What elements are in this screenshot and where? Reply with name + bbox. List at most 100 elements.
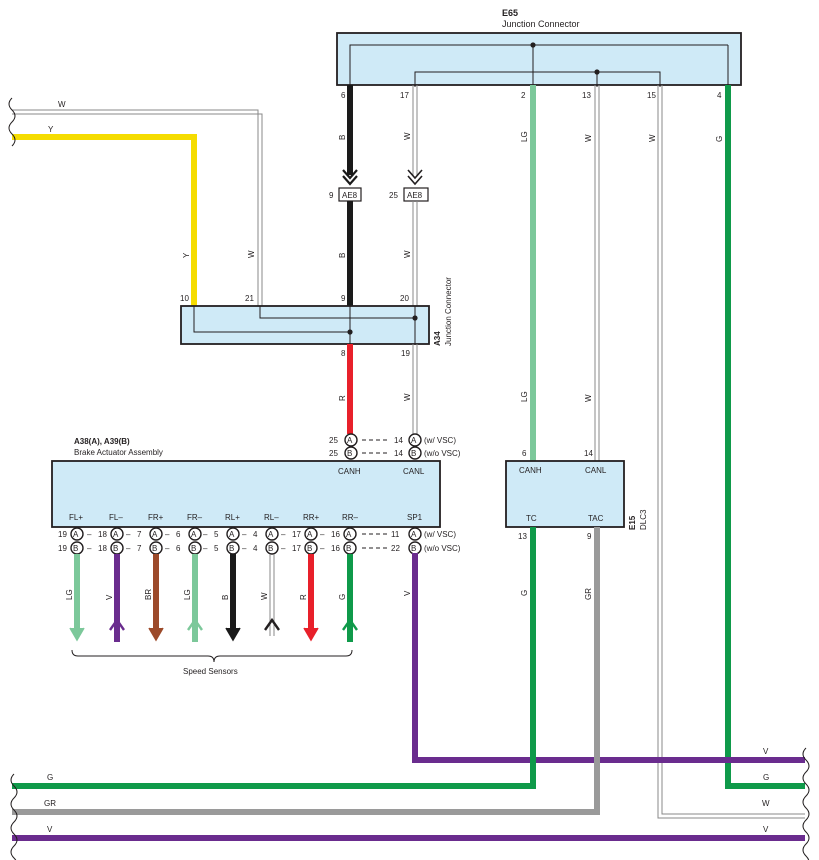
sensor-wire-color: R xyxy=(299,594,308,600)
connector-letter: A xyxy=(346,530,352,539)
pin-number: 6 xyxy=(176,530,181,539)
pin-number: 4 xyxy=(253,544,258,553)
terminal-label: FL+ xyxy=(69,513,83,522)
connector-circle xyxy=(226,527,240,541)
terminal-label: RR– xyxy=(342,513,359,522)
terminal-label: SP1 xyxy=(407,513,423,522)
svg-text:CANL: CANL xyxy=(403,467,425,476)
e65-pin-15: 15 xyxy=(647,91,656,100)
brake-terminal-labels: FL+FL–FR+FR–RL+RL–RR+RR–SP1 xyxy=(69,513,423,522)
svg-text:LG: LG xyxy=(520,391,529,402)
svg-text:14: 14 xyxy=(394,436,403,445)
sensor-wire-color: BR xyxy=(144,589,153,600)
pin-number: 6 xyxy=(176,544,181,553)
sensor-arrow-up xyxy=(264,617,280,631)
sensor-arrow-down xyxy=(69,627,85,642)
a34-pin-9: 9 xyxy=(341,294,346,303)
svg-text:W: W xyxy=(247,250,256,258)
svg-text:9: 9 xyxy=(587,532,592,541)
svg-text:CANH: CANH xyxy=(519,466,542,475)
svg-text:CANH: CANH xyxy=(338,467,361,476)
pin-number: 19 xyxy=(58,544,67,553)
svg-text:G: G xyxy=(520,590,529,596)
ae8-pin-9: 9 xyxy=(329,191,334,200)
wire-gr-tac xyxy=(12,527,600,815)
e65-code: E65 xyxy=(502,8,518,18)
svg-text:14: 14 xyxy=(584,449,593,458)
e65-splice-2 xyxy=(594,69,600,75)
pin-dash: – xyxy=(242,544,247,553)
dlc3-connector: 6 14 CANH CANL TC TAC 13 9 E15 DLC3 xyxy=(505,449,648,541)
connector-circle xyxy=(188,527,202,541)
svg-text:W: W xyxy=(762,799,770,808)
svg-text:6: 6 xyxy=(522,449,527,458)
terminal-label: FL– xyxy=(109,513,123,522)
connector-letter: B xyxy=(268,544,273,553)
svg-text:(w/o VSC): (w/o VSC) xyxy=(424,544,461,553)
terminal-label: RR+ xyxy=(303,513,320,522)
wire-v-sp1 xyxy=(412,553,805,763)
ae8-connector-left: AE8 9 xyxy=(329,187,362,202)
pin-dash: – xyxy=(165,530,170,539)
a34-junction-connector: 10 21 9 20 8 19 A34 Junction Connector xyxy=(180,277,453,358)
connector-letter: B xyxy=(113,544,118,553)
svg-text:W: W xyxy=(403,393,412,401)
svg-text:G: G xyxy=(47,773,53,782)
dlc3-title: DLC3 xyxy=(639,509,648,530)
svg-text:W: W xyxy=(403,250,412,258)
pin-number: 16 xyxy=(331,544,340,553)
connector-circle xyxy=(149,527,163,541)
svg-text:G: G xyxy=(715,136,724,142)
svg-text:W: W xyxy=(648,134,657,142)
e65-bus-1 xyxy=(349,44,534,87)
pin-dash: – xyxy=(87,530,92,539)
svg-text:(w/o VSC): (w/o VSC) xyxy=(424,449,461,458)
svg-text:G: G xyxy=(763,773,769,782)
e65-box xyxy=(336,32,742,86)
sp1-wire-color: V xyxy=(403,590,412,596)
connector-circle xyxy=(110,527,124,541)
pin-dash: – xyxy=(281,530,286,539)
pin-dash: – xyxy=(320,544,325,553)
sensor-arrow-down xyxy=(303,627,319,642)
pin-number: 11 xyxy=(391,530,400,539)
pin-dash: – xyxy=(165,544,170,553)
connector-circle xyxy=(265,527,279,541)
svg-text:CANL: CANL xyxy=(585,466,607,475)
connector-letter: A xyxy=(411,530,417,539)
a34-pin-8: 8 xyxy=(341,349,346,358)
speed-sensors-label: Speed Sensors xyxy=(183,667,238,676)
connector-letter: B xyxy=(229,544,234,553)
svg-text:GR: GR xyxy=(44,799,56,808)
connector-letter: B xyxy=(307,544,312,553)
svg-text:B: B xyxy=(411,449,416,458)
sensor-wire-color: W xyxy=(260,592,269,600)
pin-number: 5 xyxy=(214,530,219,539)
dlc3-box xyxy=(505,460,625,528)
svg-text:Y: Y xyxy=(48,125,54,134)
brake-can-pins: 25 A 14 A (w/ VSC) 25 B 14 B (w/o VSC) xyxy=(329,433,461,460)
terminal-label: RL+ xyxy=(225,513,240,522)
pin-dash: – xyxy=(203,544,208,553)
sensor-arrow-up xyxy=(109,617,125,631)
pin-number: 16 xyxy=(331,530,340,539)
connector-circle xyxy=(70,527,84,541)
sensor-wire-color: G xyxy=(338,594,347,600)
svg-text:LG: LG xyxy=(520,131,529,142)
pin-dash: – xyxy=(320,530,325,539)
svg-text:(w/ VSC): (w/ VSC) xyxy=(424,530,456,539)
connector-letter: A xyxy=(152,530,158,539)
svg-text:B: B xyxy=(347,449,352,458)
pin-number: 18 xyxy=(98,530,107,539)
sensor-arrow-down xyxy=(225,627,241,642)
svg-text:14: 14 xyxy=(394,449,403,458)
ae8-pin-25: 25 xyxy=(389,191,398,200)
sensor-wire-color: V xyxy=(105,594,114,600)
ae8-label-left: AE8 xyxy=(342,191,358,200)
wire-y xyxy=(12,134,197,306)
brake-box xyxy=(51,460,441,528)
ae8-label-right: AE8 xyxy=(407,191,423,200)
dlc3-code: E15 xyxy=(628,515,637,530)
e65-pin-6: 6 xyxy=(341,91,346,100)
connector-letter: A xyxy=(229,530,235,539)
